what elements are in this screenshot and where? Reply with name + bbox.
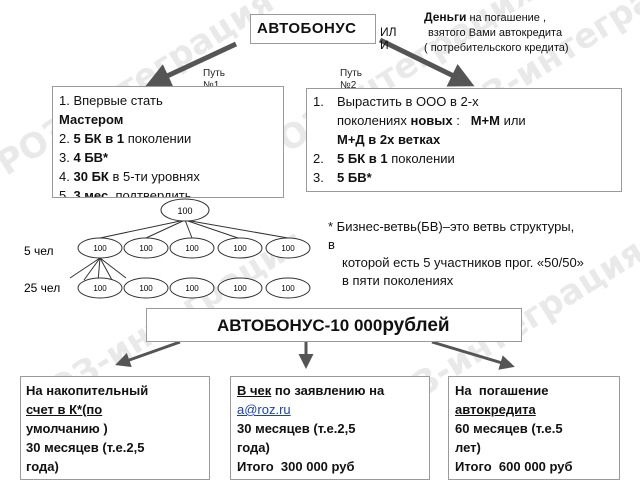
money-note: Деньги на погашение , взятого Вами авток… xyxy=(424,10,569,56)
tree-label-25: 25 чел xyxy=(24,281,60,295)
arrow-path1 xyxy=(145,41,238,87)
money-rest1: на погашение , xyxy=(469,12,547,24)
tree-node-l2-label: 100 xyxy=(139,284,153,293)
autobonus-amount: АВТОБОНУС-10 000 xyxy=(217,316,383,335)
tree-node-l2-label: 100 xyxy=(233,284,247,293)
tree-node-l1 xyxy=(217,237,263,259)
tree-root-label: 100 xyxy=(177,206,192,216)
option-cheque-box: В чек по заявлению на a@roz.ru 30 месяце… xyxy=(230,376,430,480)
tree-node-l2-label: 100 xyxy=(185,284,199,293)
path2-item-2: 2. 5 БК в 1 поколении xyxy=(313,151,455,166)
path1-item-4: 4. 30 БК в 5-ти уровнях xyxy=(59,169,200,184)
tree-node-l2-label: 100 xyxy=(93,284,107,293)
tree-node-l1-label: 100 xyxy=(93,244,107,253)
option-autocredit-box: На погашение автокредита 60 месяцев (т.е… xyxy=(448,376,620,480)
path1-item-1b: Мастером xyxy=(59,112,124,127)
path2-box: 1. Вырастить в ООО в 2-х поколениях новы… xyxy=(306,88,622,192)
tree-label-5: 5 чел xyxy=(24,244,54,258)
path1-item-3: 3. 4 БВ* xyxy=(59,150,109,165)
tree-node-l1-label: 100 xyxy=(281,244,295,253)
path2-item-3: 3. 5 БВ* xyxy=(313,170,372,185)
path2-label: Путь №2 xyxy=(340,68,362,91)
path1-box: 1. Впервые стать Мастером 2. 5 БК в 1 по… xyxy=(52,86,284,198)
money-bold: Деньги xyxy=(424,10,467,24)
tree-node-l2 xyxy=(123,277,169,299)
arrow-bottom-left xyxy=(115,340,181,368)
tree-level2: 100 100 100 100 100 xyxy=(77,277,311,299)
autobonus-center-box: АВТОБОНУС-10 000рублей xyxy=(146,308,522,342)
tree-node-l1 xyxy=(169,237,215,259)
tree-node-l2 xyxy=(169,277,215,299)
tree-node-l2-label: 100 xyxy=(281,284,295,293)
tree-level1: 100 100 100 100 100 xyxy=(77,237,311,259)
autobonus-title-box: АВТОБОНУС xyxy=(250,14,376,44)
tree-node-l1-label: 100 xyxy=(139,244,153,253)
tree-node-l1 xyxy=(77,237,123,259)
path1-item-5: 5. 3 мес. подтвердить xyxy=(59,188,192,198)
tree-node-l2 xyxy=(77,277,123,299)
tree-root-node xyxy=(160,198,210,222)
money-rest3: ( потребительского кредита) xyxy=(424,42,569,54)
footnote: * Бизнес-ветвь(БВ)–это ветвь структуры, … xyxy=(328,219,584,288)
tree-node-l2 xyxy=(265,277,311,299)
path1-item-1: 1. Впервые стать xyxy=(59,93,163,108)
tree-node-l2 xyxy=(217,277,263,299)
arrow-bottom-right xyxy=(431,340,515,370)
structure-tree: 100 100 100 100 100 100 100 100 100 100 … xyxy=(24,198,311,299)
tree-node-l1-label: 100 xyxy=(185,244,199,253)
or-label: ИЛИ xyxy=(380,25,397,52)
path1-item-2: 2. 5 БК в 1 поколении xyxy=(59,131,192,146)
autobonus-title: АВТОБОНУС xyxy=(257,20,357,37)
tree-node-l1-label: 100 xyxy=(233,244,247,253)
path1-label: Путь №1 xyxy=(203,68,225,91)
arrow-path2 xyxy=(378,37,475,87)
email-link[interactable]: a@roz.ru xyxy=(237,402,291,417)
path2-item-1: 1. Вырастить в ООО в 2-х поколениях новы… xyxy=(313,94,526,147)
option-savings-box: На накопительный счет в К*(по умолчанию … xyxy=(20,376,210,480)
tree-node-l1 xyxy=(265,237,311,259)
tree-node-l1 xyxy=(123,237,169,259)
money-rest2: взятого Вами автокредита xyxy=(428,27,563,39)
autobonus-currency: рублей xyxy=(382,315,450,336)
